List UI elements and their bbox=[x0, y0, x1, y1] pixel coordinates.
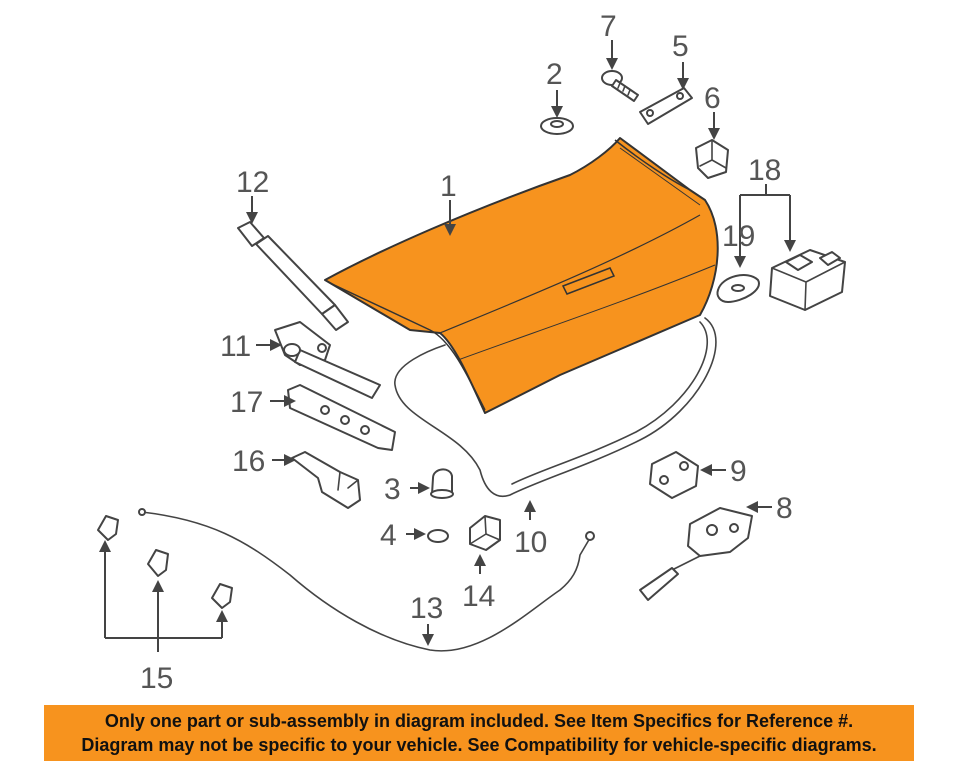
disclaimer-line-1: Only one part or sub-assembly in diagram… bbox=[104, 711, 854, 731]
callout-18: 18 bbox=[748, 154, 781, 187]
part-19-gasket bbox=[716, 274, 760, 303]
leader-lines bbox=[99, 40, 796, 652]
callout-13: 13 bbox=[410, 592, 443, 625]
part-16-bracket bbox=[291, 451, 361, 509]
disclaimer-line-2: Diagram may not be specific to your vehi… bbox=[81, 735, 877, 755]
callout-9: 9 bbox=[730, 455, 747, 488]
callout-8: 8 bbox=[776, 492, 793, 525]
part-15-clips bbox=[97, 515, 233, 609]
callout-16: 16 bbox=[232, 445, 265, 478]
parts-diagram: 1 2 7 5 6 18 19 12 11 17 16 3 4 14 10 9 … bbox=[97, 10, 846, 695]
part-3-stop bbox=[430, 468, 454, 499]
part-17-reinforcement bbox=[287, 384, 396, 451]
callout-17: 17 bbox=[230, 386, 263, 419]
part-18-latch bbox=[769, 249, 846, 311]
part-12-support-strut bbox=[237, 221, 349, 331]
part-1-trunk-lid bbox=[324, 137, 719, 414]
callout-3: 3 bbox=[384, 473, 401, 506]
part-8-actuator bbox=[639, 507, 753, 601]
callout-5: 5 bbox=[672, 30, 689, 63]
part-13-release-cable bbox=[138, 508, 595, 652]
callout-12: 12 bbox=[236, 166, 269, 199]
callout-19: 19 bbox=[722, 220, 755, 253]
part-4-plug bbox=[427, 529, 449, 543]
callout-11: 11 bbox=[220, 330, 251, 363]
part-10-weatherstrip bbox=[394, 317, 717, 497]
disclaimer-banner: Only one part or sub-assembly in diagram… bbox=[44, 705, 914, 761]
callout-10: 10 bbox=[514, 526, 547, 559]
callout-6: 6 bbox=[704, 82, 721, 115]
part-6-bumper bbox=[695, 139, 729, 179]
part-5-bracket bbox=[639, 87, 693, 125]
callout-2: 2 bbox=[546, 58, 563, 91]
callout-1: 1 bbox=[440, 170, 457, 203]
callout-15: 15 bbox=[140, 662, 173, 695]
part-9-striker bbox=[649, 451, 699, 499]
part-7-screw bbox=[601, 70, 639, 102]
part-14-clip bbox=[469, 515, 501, 551]
part-11-hinge bbox=[274, 321, 381, 399]
part-2-grommet bbox=[540, 117, 574, 135]
callout-4: 4 bbox=[380, 519, 397, 552]
callout-7: 7 bbox=[600, 10, 617, 43]
callout-14: 14 bbox=[462, 580, 495, 613]
